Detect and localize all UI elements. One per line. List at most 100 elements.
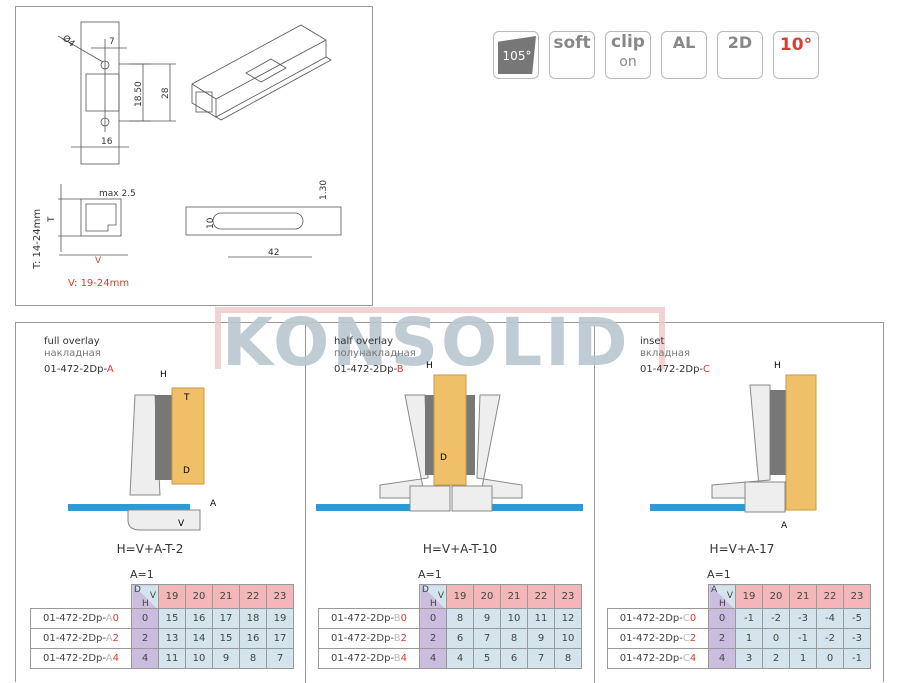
h-cell: 2 bbox=[131, 628, 159, 649]
value-cell: 3 bbox=[735, 648, 763, 669]
value-cell: 9 bbox=[527, 628, 555, 649]
value-cell: 11 bbox=[158, 648, 186, 669]
header-cell: 22 bbox=[239, 584, 267, 609]
a-value: A=1 bbox=[130, 568, 154, 581]
value-cell: -1 bbox=[789, 628, 817, 649]
header-cell: 20 bbox=[473, 584, 501, 609]
value-cell: -1 bbox=[843, 648, 871, 669]
value-cell: 18 bbox=[239, 608, 267, 629]
svg-text:T: 14-24mm: T: 14-24mm bbox=[32, 209, 43, 270]
row-code: 01-472-2Dp-B0 bbox=[318, 608, 420, 629]
value-cell: 8 bbox=[239, 648, 267, 669]
value-cell: -2 bbox=[816, 628, 844, 649]
value-cell: 7 bbox=[527, 648, 555, 669]
value-cell: 5 bbox=[473, 648, 501, 669]
value-cell: -4 bbox=[816, 608, 844, 629]
code-prefix: 01-472-2Dp- bbox=[640, 364, 704, 375]
10-degree-icon: 10° bbox=[773, 31, 819, 79]
value-cell: 16 bbox=[239, 628, 267, 649]
dimension-labels: Ø4 7 18.50 28 16 bbox=[60, 33, 171, 147]
value-cell: 11 bbox=[527, 608, 555, 629]
header-cell: 21 bbox=[500, 584, 528, 609]
row-code: 01-472-2Dp-A2 bbox=[30, 628, 132, 649]
code-prefix: 01-472-2Dp- bbox=[334, 364, 397, 375]
value-cell: 16 bbox=[185, 608, 213, 629]
a-value: A=1 bbox=[418, 568, 442, 581]
panel-title-ru: вкладная bbox=[640, 348, 691, 359]
header-cell: 22 bbox=[527, 584, 555, 609]
value-cell: 10 bbox=[554, 628, 582, 649]
h-cell: 0 bbox=[419, 608, 447, 629]
value-cell: 17 bbox=[212, 608, 240, 629]
svg-text:H: H bbox=[426, 361, 433, 371]
svg-text:42: 42 bbox=[268, 248, 279, 258]
header-cell: 20 bbox=[185, 584, 213, 609]
value-cell: 10 bbox=[500, 608, 528, 629]
panel-title-ru: полунакладная bbox=[334, 348, 416, 359]
row-code: 01-472-2Dp-A4 bbox=[30, 648, 132, 669]
value-cell: 8 bbox=[446, 608, 474, 629]
svg-text:T: T bbox=[47, 216, 57, 223]
header-cell: 23 bbox=[266, 584, 294, 609]
value-cell: 4 bbox=[446, 648, 474, 669]
svg-text:V: V bbox=[95, 256, 102, 266]
value-cell: -1 bbox=[735, 608, 763, 629]
header-cell: 21 bbox=[789, 584, 817, 609]
svg-text:H: H bbox=[160, 370, 167, 380]
value-cell: 10 bbox=[185, 648, 213, 669]
panel-title-half-overlay: half overlay bbox=[334, 336, 394, 347]
h-cell: 4 bbox=[708, 648, 736, 669]
panel-title-inset: inset bbox=[640, 336, 665, 347]
2d-adjust-icon: 2D bbox=[717, 31, 763, 79]
value-cell: -3 bbox=[789, 608, 817, 629]
svg-text:H: H bbox=[774, 361, 781, 371]
value-cell: 15 bbox=[212, 628, 240, 649]
code-suffix: A bbox=[106, 364, 114, 375]
header-cell: 19 bbox=[735, 584, 763, 609]
code-suffix: C bbox=[703, 364, 711, 375]
svg-text:T: T bbox=[183, 393, 190, 403]
panel-code: 01-472-2Dp-C bbox=[640, 364, 710, 376]
value-cell: 7 bbox=[473, 628, 501, 649]
value-cell: 15 bbox=[158, 608, 186, 629]
header-cell: 20 bbox=[762, 584, 790, 609]
logo-frame bbox=[215, 307, 665, 369]
panel-code: 01-472-2Dp-B bbox=[334, 364, 404, 376]
value-cell: 17 bbox=[266, 628, 294, 649]
value-cell: -2 bbox=[762, 608, 790, 629]
panel-code: 01-472-2Dp-A bbox=[44, 364, 114, 376]
konsolid-logo: KONSOLID bbox=[222, 304, 631, 381]
value-cell: 14 bbox=[185, 628, 213, 649]
svg-text:10: 10 bbox=[206, 217, 216, 229]
svg-text:D: D bbox=[183, 466, 190, 476]
header-cell: 21 bbox=[212, 584, 240, 609]
svg-text:28: 28 bbox=[161, 87, 171, 99]
svg-text:max 2.5: max 2.5 bbox=[99, 189, 136, 199]
panel-title-ru: накладная bbox=[44, 348, 101, 359]
value-cell: 13 bbox=[158, 628, 186, 649]
svg-text:D: D bbox=[440, 453, 447, 463]
105-degree-icon: 105° bbox=[493, 31, 539, 79]
row-code: 01-472-2Dp-C4 bbox=[607, 648, 709, 669]
formula: H=V+A-T-2 bbox=[116, 542, 184, 556]
h-cell: 0 bbox=[708, 608, 736, 629]
value-cell: 0 bbox=[762, 628, 790, 649]
value-cell: 1 bbox=[789, 648, 817, 669]
h-cell: 2 bbox=[419, 628, 447, 649]
value-cell: 19 bbox=[266, 608, 294, 629]
value-cell: 2 bbox=[762, 648, 790, 669]
